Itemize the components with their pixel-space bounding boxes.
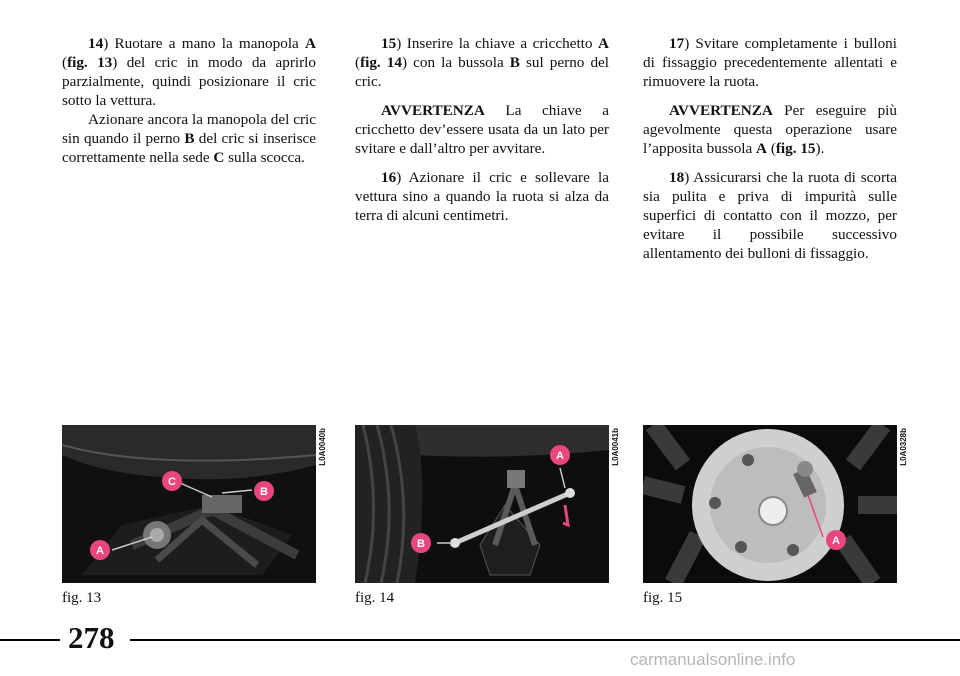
step-17: 17) Svitare completamente i bulloni di f… xyxy=(643,35,897,90)
step-18: 18) Assicurarsi che la ruota di scorta s… xyxy=(643,169,897,262)
warning-note-2: AVVERTENZA Per eseguire più agevolmente … xyxy=(643,102,897,157)
svg-text:B: B xyxy=(260,486,268,498)
figure-code-14: L0A0041b xyxy=(611,428,620,466)
step-16: 16) Azionare il cric e sollevare la vett… xyxy=(355,169,609,224)
text-column-1: 14) Ruotare a mano la manopola A (fig. 1… xyxy=(62,34,316,177)
figure-15-wheel-bolts: A xyxy=(643,425,897,583)
svg-text:A: A xyxy=(96,545,104,557)
svg-text:A: A xyxy=(832,535,840,547)
svg-text:A: A xyxy=(556,450,564,462)
text-column-2: 15) Inserire la chiave a cricchetto A (f… xyxy=(355,34,609,235)
footer-rule-left xyxy=(0,639,60,641)
figure-code-13: L0A0040b xyxy=(318,428,327,466)
figure-caption-15: fig. 15 xyxy=(643,590,683,606)
label-a-marker: A xyxy=(826,530,846,550)
figure-13-jack-under-car: A B C xyxy=(62,425,316,583)
figure-caption-13: fig. 13 xyxy=(62,590,102,606)
label-a-marker: A xyxy=(550,445,570,465)
step-15: 15) Inserire la chiave a cricchetto A (f… xyxy=(355,35,610,90)
figure-caption-14: fig. 14 xyxy=(355,590,395,606)
step-14-continued: Azionare ancora la manopola del cric sin… xyxy=(62,111,317,166)
footer-rule-right xyxy=(130,639,960,641)
figure-code-15: L0A0328b xyxy=(899,428,908,466)
label-b-marker: B xyxy=(254,481,274,501)
page-number: 278 xyxy=(68,620,115,655)
figure-14-ratchet-wrench: A B xyxy=(355,425,609,583)
watermark: carmanualsonline.info xyxy=(630,650,796,669)
warning-note-1: AVVERTENZA La chiave a cricchetto dev’es… xyxy=(355,102,609,157)
label-b-marker: B xyxy=(411,533,431,553)
step-14: 14) Ruotare a mano la manopola A (fig. 1… xyxy=(62,35,316,109)
label-c-marker: C xyxy=(162,471,182,491)
svg-text:B: B xyxy=(417,538,425,550)
text-column-3: 17) Svitare completamente i bulloni di f… xyxy=(643,34,897,273)
label-a-marker: A xyxy=(90,540,110,560)
svg-text:C: C xyxy=(168,476,176,488)
